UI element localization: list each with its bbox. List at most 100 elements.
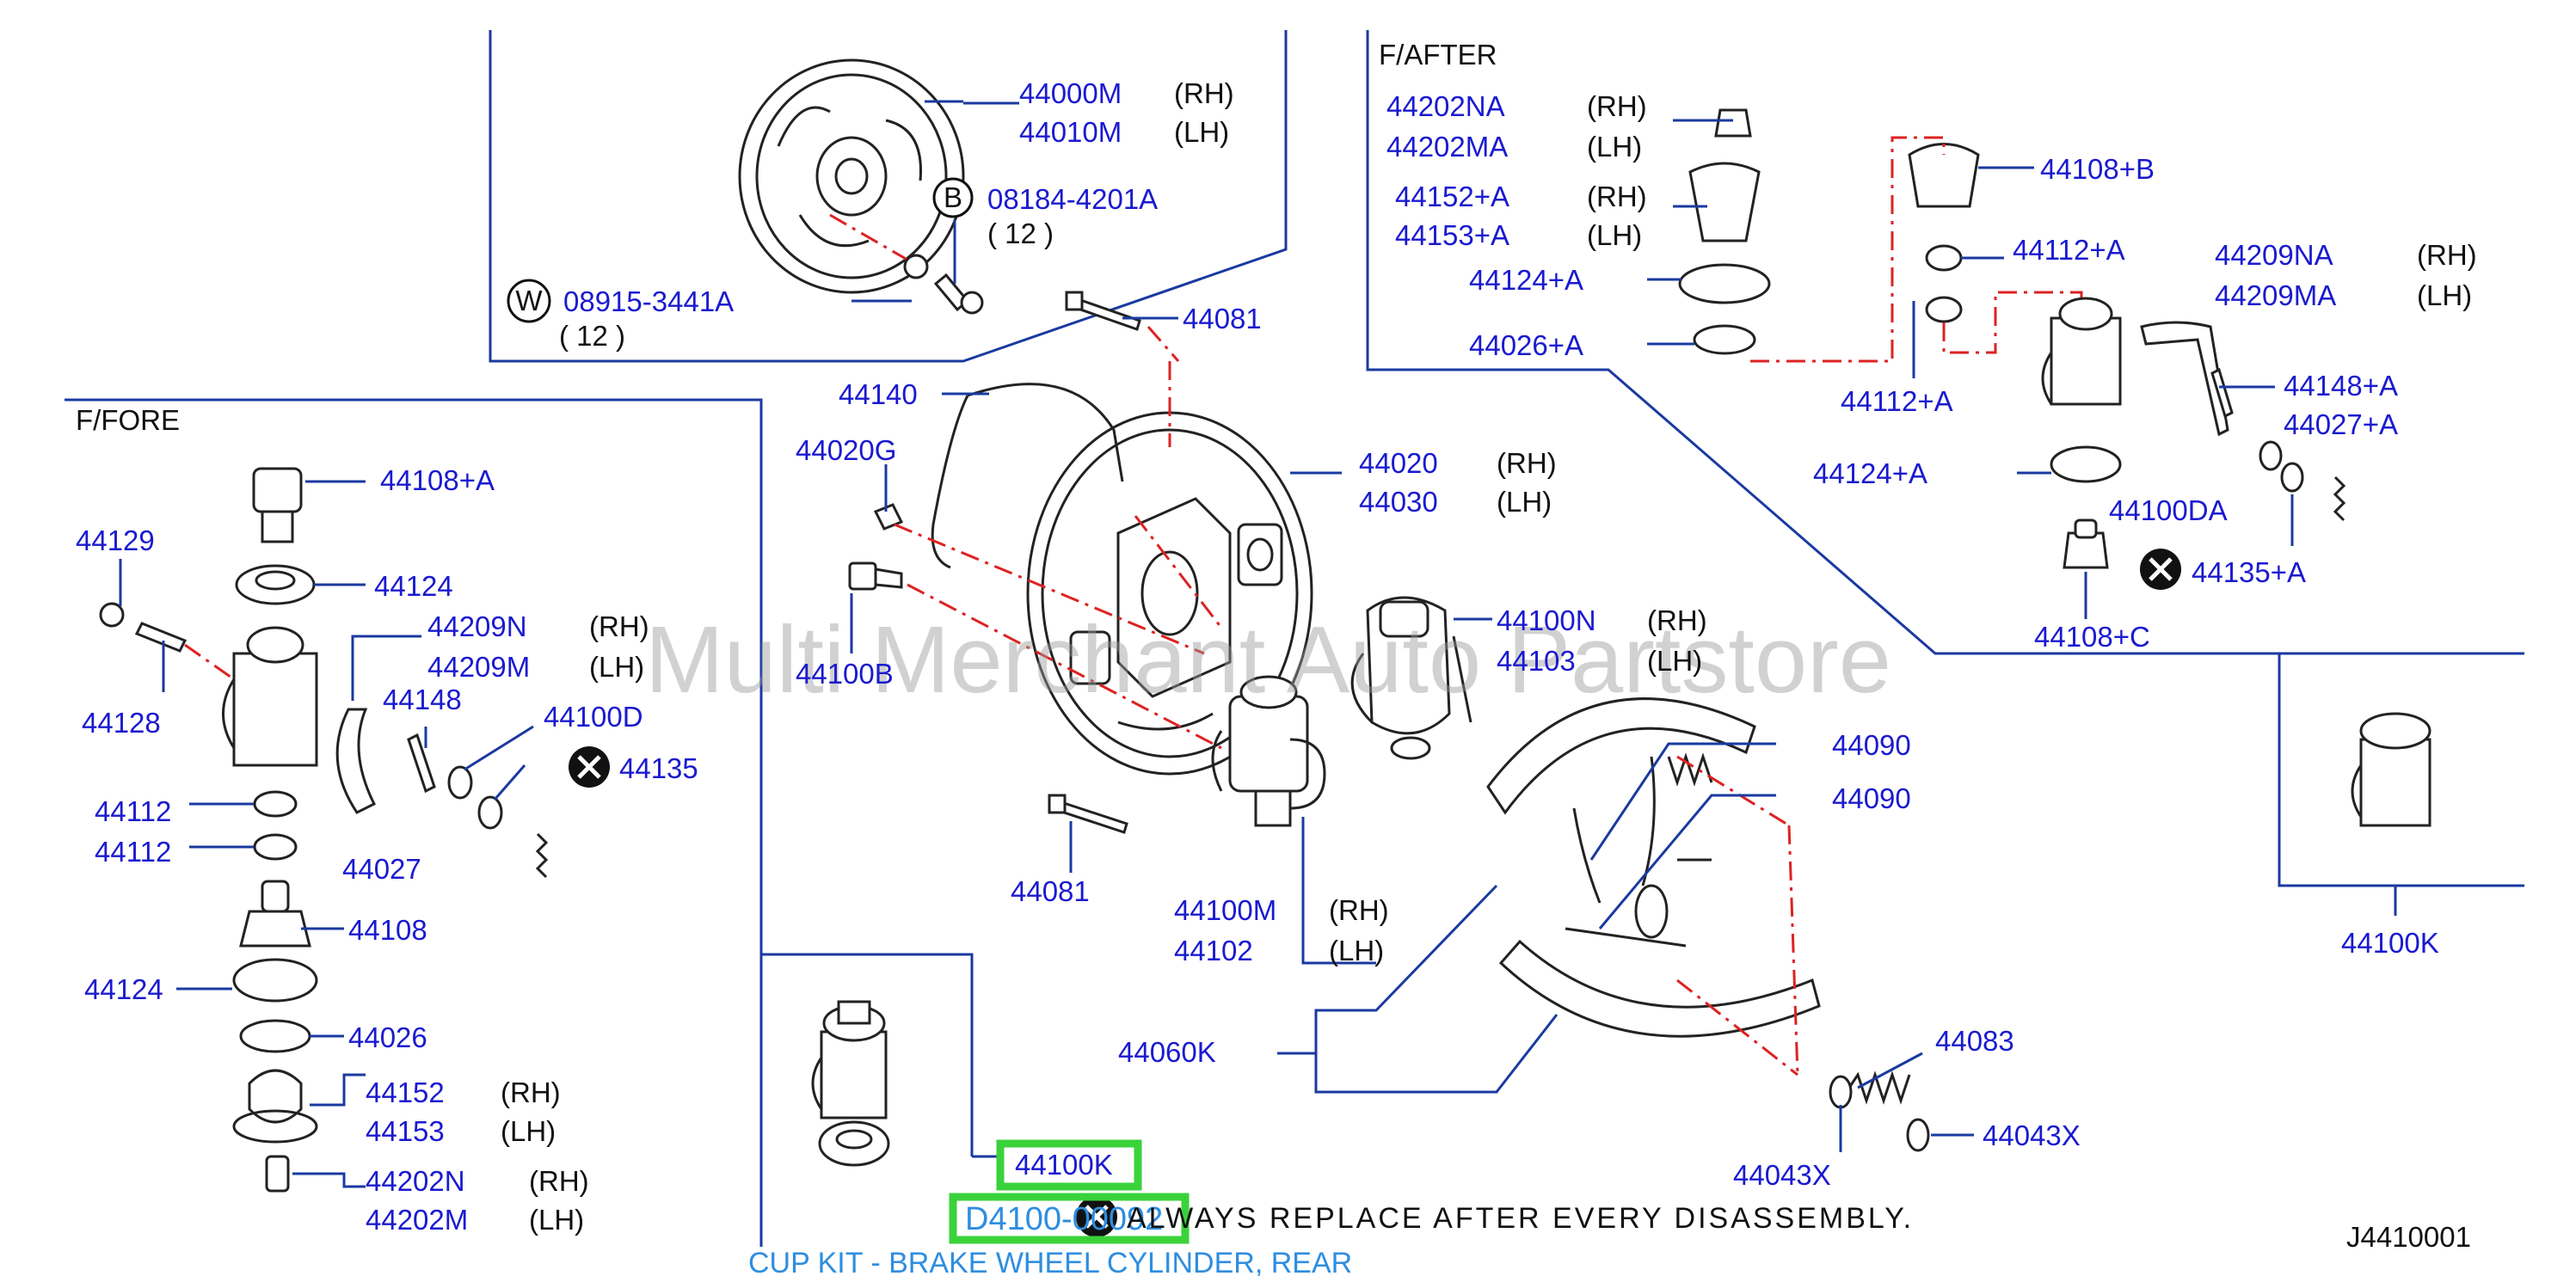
part-label[interactable]: 44153+A	[1395, 219, 1509, 251]
after-exploded-drawing	[1678, 108, 2432, 827]
replace-x-icon	[1076, 1196, 1117, 1237]
part-label[interactable]: 44043X	[1983, 1120, 2081, 1151]
part-caption[interactable]: CUP KIT - BRAKE WHEEL CYLINDER, REAR	[748, 1247, 1352, 1276]
part-label[interactable]: 44112	[95, 795, 171, 827]
part-label[interactable]: 44202MA	[1386, 131, 1508, 163]
labels-after: F/AFTER 44202NA (RH) 44202MA (LH) 44152+…	[1379, 39, 2477, 959]
part-label[interactable]: 44108	[348, 914, 427, 946]
part-label[interactable]: 44010M	[1019, 116, 1122, 148]
part-label[interactable]: 44135+A	[2192, 556, 2306, 588]
part-label[interactable]: 44020G	[796, 434, 896, 466]
part-label-44100K-highlighted[interactable]: 44100K	[1015, 1149, 1113, 1181]
svg-text:(RH): (RH)	[2417, 239, 2477, 271]
part-label[interactable]: 44152+A	[1395, 181, 1509, 212]
part-label[interactable]: 44000M	[1019, 77, 1122, 109]
svg-text:(LH): (LH)	[589, 651, 644, 683]
svg-text:W: W	[515, 285, 543, 316]
part-label[interactable]: 44100DA	[2109, 494, 2228, 526]
b-mark-icon: B	[932, 177, 974, 218]
part-label[interactable]: 44043X	[1733, 1159, 1831, 1191]
part-label[interactable]: 44124	[374, 570, 453, 602]
part-label[interactable]: 44100D	[544, 701, 643, 733]
svg-text:(LH): (LH)	[1587, 131, 1642, 163]
part-label[interactable]: 44108+B	[2040, 153, 2155, 185]
part-label[interactable]: 44112	[95, 836, 171, 868]
part-label[interactable]: 44108+A	[380, 464, 495, 496]
part-label[interactable]: 44026	[348, 1021, 427, 1053]
svg-text:(LH): (LH)	[1647, 645, 1702, 677]
part-label[interactable]: 44135	[619, 752, 698, 784]
svg-text:(RH): (RH)	[1587, 90, 1647, 122]
part-label[interactable]: 44209MA	[2215, 279, 2336, 311]
svg-text:(LH): (LH)	[1587, 219, 1642, 251]
part-label[interactable]: 44129	[76, 525, 155, 556]
part-label[interactable]: 44100B	[796, 658, 894, 690]
fore-exploded-drawing	[99, 467, 549, 1193]
part-label[interactable]: 44112+A	[1841, 385, 1953, 417]
svg-text:(LH): (LH)	[1497, 486, 1552, 518]
svg-text:(RH): (RH)	[1497, 447, 1557, 479]
part-label[interactable]: 44202M	[366, 1204, 468, 1236]
after-header: F/AFTER	[1379, 39, 1497, 71]
part-label[interactable]: 44124+A	[1469, 264, 1583, 296]
part-label[interactable]: 44081	[1183, 303, 1262, 334]
part-label[interactable]: 44202N	[366, 1165, 465, 1197]
frame-lines	[65, 30, 2524, 1247]
part-label[interactable]: 44209M	[427, 651, 530, 683]
part-label[interactable]: 44090	[1832, 782, 1911, 814]
part-label[interactable]: 44026+A	[1469, 329, 1583, 361]
fore-header: F/FORE	[76, 404, 180, 436]
svg-text:(LH): (LH)	[529, 1204, 584, 1236]
part-label[interactable]: 44209NA	[2215, 239, 2333, 271]
svg-text:(RH): (RH)	[589, 610, 649, 642]
cylinder-44100N-drawing	[1350, 596, 1472, 760]
part-label[interactable]: 44124+A	[1813, 457, 1927, 489]
part-label[interactable]: 44027+A	[2284, 408, 2398, 440]
highlighted-part[interactable]: 44100K D4100-00092	[949, 1139, 1190, 1244]
part-label[interactable]: 44060K	[1118, 1036, 1216, 1068]
brake-shoes-drawing	[1486, 697, 1930, 1152]
w-mark-icon: W	[507, 279, 551, 323]
backing-plate-assy-drawing	[738, 58, 984, 315]
svg-text:(LH): (LH)	[1174, 116, 1229, 148]
part-label[interactable]: 44081	[1011, 875, 1090, 907]
part-label[interactable]: 44102	[1174, 935, 1253, 966]
part-label[interactable]: 44103	[1497, 645, 1576, 677]
part-label[interactable]: 44148+A	[2284, 370, 2398, 402]
part-label[interactable]: 44083	[1935, 1025, 2014, 1057]
part-label[interactable]: 44128	[82, 707, 161, 739]
svg-text:(LH): (LH)	[501, 1115, 556, 1147]
part-label[interactable]: 44090	[1832, 729, 1911, 761]
labels-fore: F/FORE 44108+A 44129 44124 44209N (RH) 4…	[76, 404, 698, 1236]
svg-text:(RH): (RH)	[1329, 894, 1389, 926]
labels-center: 44000M (RH) 44010M (LH) 08184-4201A ( 12…	[559, 77, 2081, 1191]
part-label[interactable]: 44108+C	[2034, 621, 2150, 653]
part-label[interactable]: 44100K	[2341, 927, 2439, 959]
part-label[interactable]: 44124	[84, 973, 163, 1005]
part-label[interactable]: 44153	[366, 1115, 445, 1147]
part-label[interactable]: 44140	[839, 378, 918, 410]
svg-text:(RH): (RH)	[1647, 604, 1707, 636]
svg-text:B: B	[944, 181, 962, 213]
watermark: Multi Merchant Auto Partstore	[645, 607, 1891, 713]
part-label[interactable]: 44027	[342, 853, 421, 885]
svg-text:( 12 ): ( 12 )	[987, 218, 1054, 249]
svg-text:( 12 ): ( 12 )	[559, 320, 625, 352]
leader-lines	[119, 100, 2397, 1188]
part-label[interactable]: 44112+A	[2013, 234, 2125, 266]
part-label[interactable]: 44100M	[1174, 894, 1276, 926]
part-label[interactable]: 44209N	[427, 610, 527, 642]
part-label[interactable]: 08184-4201A	[987, 183, 1158, 215]
part-label[interactable]: 08915-3441A	[563, 285, 734, 317]
replace-x-icon	[569, 746, 610, 788]
replace-note: ALWAYS REPLACE AFTER EVERY DISASSEMBLY.	[1127, 1202, 1914, 1235]
part-label[interactable]: 44152	[366, 1077, 445, 1108]
svg-text:(RH): (RH)	[529, 1165, 589, 1197]
part-label[interactable]: 44202NA	[1386, 90, 1505, 122]
part-number-highlighted[interactable]: D4100-00092	[965, 1201, 1163, 1237]
svg-text:(RH): (RH)	[1587, 181, 1647, 212]
part-label[interactable]: 44148	[383, 684, 462, 715]
part-label[interactable]: 44100N	[1497, 604, 1596, 636]
part-label[interactable]: 44030	[1359, 486, 1438, 518]
part-label[interactable]: 44020	[1359, 447, 1438, 479]
